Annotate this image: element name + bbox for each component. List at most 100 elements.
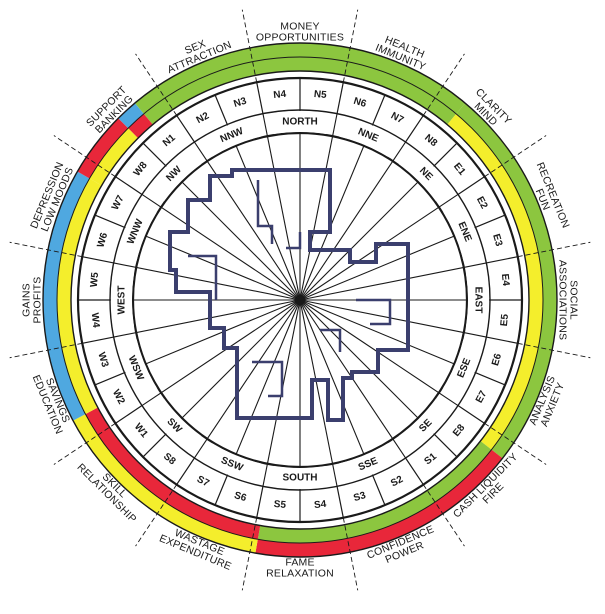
center-spoke — [299, 165, 435, 301]
direction-label-bg — [147, 398, 202, 453]
direction-label-bg — [201, 116, 261, 157]
direction-label-bg — [465, 270, 489, 330]
blue-band-arc — [118, 103, 144, 129]
pada-label-n3: N3 — [232, 96, 248, 110]
pada-label-n8: N8 — [422, 132, 439, 149]
pada-label-s4: S4 — [314, 499, 328, 511]
zone-label-line: ASSOCIATIONS — [557, 260, 569, 340]
pada-label-s2: S2 — [389, 474, 405, 490]
green-band-arc — [257, 440, 492, 543]
center-spoke — [299, 193, 459, 301]
pada-label-e3: E3 — [490, 233, 504, 248]
red-band-arc — [85, 407, 261, 540]
pada-label-n2: N2 — [195, 110, 212, 126]
direction-label-bg — [111, 270, 135, 330]
center-spoke — [299, 299, 476, 374]
zone-divider — [484, 135, 547, 178]
zone-label-line: OPPORTUNITIES — [256, 32, 344, 44]
zone-divider — [135, 53, 178, 116]
pada-divider — [475, 214, 506, 228]
pada-divider — [115, 176, 143, 195]
yellow-band-arc — [89, 128, 139, 186]
center-spoke — [141, 193, 301, 301]
center-spoke — [113, 299, 301, 338]
center-spoke — [299, 226, 476, 301]
pada-divider — [214, 475, 228, 506]
pada-label-w8: W8 — [132, 160, 150, 179]
pada-label-s7: S7 — [195, 474, 211, 490]
center-spoke — [299, 124, 374, 301]
zone-divider — [517, 241, 591, 258]
pada-label-n1: N1 — [161, 132, 178, 149]
center-spoke — [193, 141, 301, 301]
center-spoke — [262, 113, 301, 301]
plan-inner-wall — [320, 328, 342, 352]
red-band-arc — [128, 113, 153, 139]
zone-divider — [484, 422, 547, 465]
pada-divider — [94, 372, 125, 386]
ring-circle — [42, 42, 558, 558]
center-spoke — [299, 113, 338, 301]
floor-plan-outline — [168, 168, 410, 422]
center-spoke — [124, 299, 301, 374]
center-spoke — [226, 299, 301, 476]
red-band-arc — [255, 449, 503, 558]
pada-divider — [142, 142, 167, 167]
pada-divider — [433, 433, 458, 458]
direction-label-east: EAST — [473, 287, 484, 314]
plan-inner-wall — [286, 232, 302, 250]
pada-divider — [336, 486, 344, 518]
pada-divider — [336, 82, 344, 114]
pada-divider — [372, 94, 386, 125]
pada-label-w5: W5 — [89, 271, 101, 287]
direction-label-bg — [147, 147, 202, 202]
pada-label-s3: S3 — [352, 490, 367, 504]
plan-outer-wall — [168, 168, 410, 422]
pada-divider — [486, 336, 518, 344]
center-point — [295, 295, 305, 305]
center-spoke — [165, 165, 301, 301]
red-band-arc — [77, 118, 129, 179]
yellow-band-arc — [73, 414, 258, 554]
pada-label-e4: E4 — [499, 273, 511, 287]
center-spoke — [226, 124, 301, 301]
pada-label-e6: E6 — [490, 352, 504, 367]
zone-divider — [135, 484, 178, 547]
pada-divider — [82, 256, 114, 264]
zone-label-line: GAINS — [21, 283, 33, 317]
pada-divider — [142, 433, 167, 458]
zone-label-line: PROFITS — [32, 277, 44, 324]
center-spoke — [193, 299, 301, 459]
yellow-band-arc — [447, 113, 543, 450]
pada-labels: N5N6N7N8E1E2E3E4E5E6E7E8S1S2S3S4S5S6S7S8… — [89, 89, 511, 511]
zone-label-line: RELAXATION — [266, 568, 334, 580]
direction-labels: NORTHNNENEENEEASTESESESSESOUTHSSWSWWSWWE… — [111, 111, 489, 489]
zone-divider — [517, 342, 591, 359]
center-spoke — [113, 262, 301, 301]
pada-divider — [405, 115, 424, 143]
zone-label-line: MONEY — [280, 21, 320, 33]
pada-label-w6: W6 — [95, 231, 110, 249]
pada-divider — [457, 176, 485, 195]
pada-divider — [372, 475, 386, 506]
pada-label-e5: E5 — [499, 313, 511, 327]
pada-label-e2: E2 — [474, 195, 490, 211]
pada-label-e8: E8 — [451, 422, 468, 439]
zone-divider — [342, 9, 359, 83]
direction-spokes — [9, 9, 591, 591]
zone-divider — [241, 517, 258, 591]
direction-label-south: SOUTH — [283, 473, 318, 484]
pada-divider — [405, 457, 424, 485]
green-band-arc — [456, 103, 557, 459]
direction-label-bg — [116, 339, 157, 399]
zone-divider — [9, 241, 83, 258]
direction-label-bg — [443, 201, 484, 261]
pada-label-s5: S5 — [273, 499, 287, 511]
plan-inner-wall — [252, 360, 284, 398]
pada-divider — [176, 115, 195, 143]
pada-label-e1: E1 — [451, 161, 468, 178]
